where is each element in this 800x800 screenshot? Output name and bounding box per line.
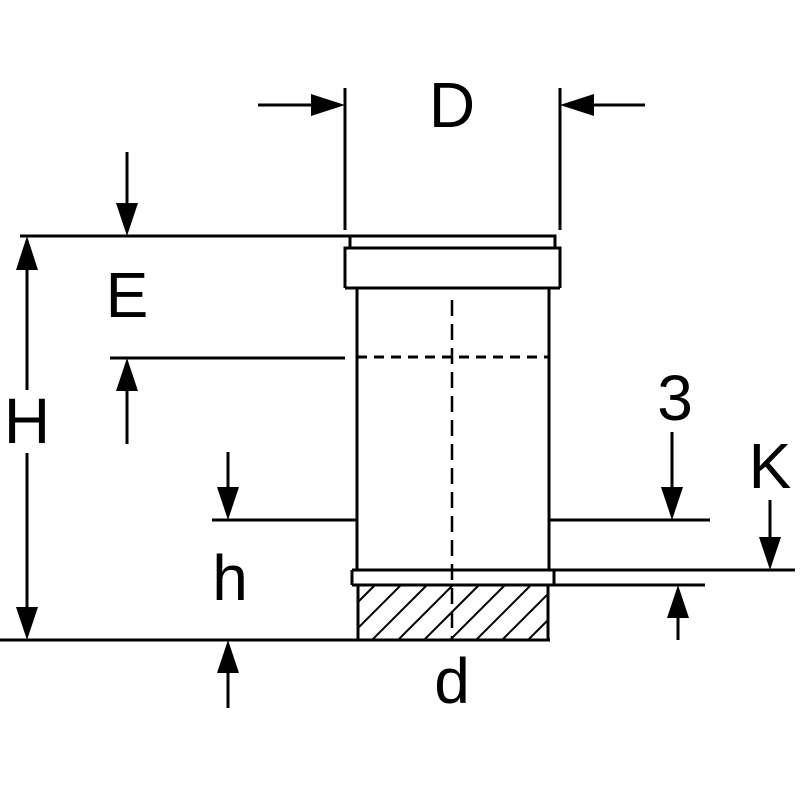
dimension-label-h: h <box>212 542 248 614</box>
arrow-up-icon <box>217 640 239 673</box>
arrow-down-icon <box>661 487 683 520</box>
dimension-label-K: K <box>749 430 792 502</box>
pipe-fitting-outline <box>343 234 562 641</box>
pipe-top-rim <box>348 234 557 248</box>
arrow-down-icon <box>16 607 38 640</box>
arrow-up-icon <box>667 585 689 618</box>
dimension-D: D <box>258 69 645 230</box>
pipe-socket-collar <box>343 246 562 288</box>
dimension-K: K <box>352 430 795 640</box>
dimension-label-3: 3 <box>657 362 693 434</box>
dimension-label-H: H <box>4 385 50 457</box>
arrow-down-icon <box>217 487 239 520</box>
dimension-d-small: d <box>434 645 470 717</box>
arrow-down-icon <box>116 203 138 236</box>
arrow-up-icon <box>16 236 38 270</box>
arrow-down-icon <box>759 537 781 570</box>
arrow-up-icon <box>116 358 138 391</box>
dimension-3: 3 <box>549 362 710 522</box>
dimension-E: E <box>20 152 350 444</box>
dimension-h-small: h <box>212 452 357 708</box>
dimension-label-d: d <box>434 645 470 717</box>
hatched-section <box>357 584 549 641</box>
arrow-left-icon <box>560 94 594 116</box>
dimension-label-D: D <box>429 69 475 141</box>
dimension-H: H <box>0 236 550 642</box>
dimension-label-E: E <box>106 259 149 331</box>
arrow-right-icon <box>311 94 345 116</box>
